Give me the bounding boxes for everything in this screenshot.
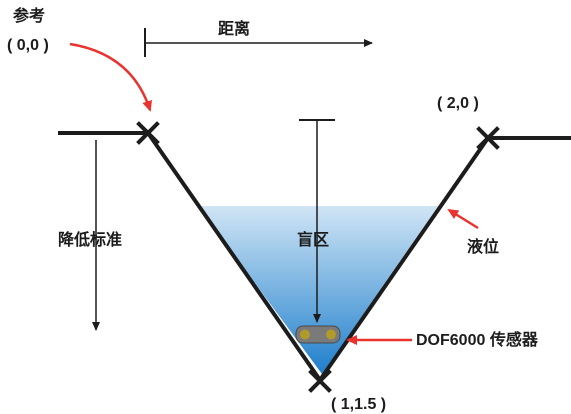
sensor-lens-right xyxy=(326,329,336,340)
liquid-level-label: 液位 xyxy=(467,237,499,256)
liquid-level-pointer-arrow xyxy=(447,208,479,230)
x-marker-top-right xyxy=(476,126,500,150)
reference-label: 参考 xyxy=(13,6,45,25)
distance-arrow xyxy=(144,28,373,57)
reference-coord-label: ( 0,0 ) xyxy=(7,37,49,54)
bottom-coord-label: ( 1,1.5 ) xyxy=(331,396,386,413)
water-fill xyxy=(198,206,438,374)
distance-label: 距离 xyxy=(218,19,250,38)
top-right-coord-label: ( 2,0 ) xyxy=(437,95,479,112)
left-wall xyxy=(146,131,322,382)
blind-zone-label: 盲区 xyxy=(297,230,329,249)
sensor-lens-left xyxy=(300,329,310,340)
x-marker-bottom xyxy=(308,369,332,393)
reference-pointer-arrow xyxy=(69,42,153,112)
blind-zone-indicator xyxy=(299,119,335,323)
sensor-label: DOF6000 传感器 xyxy=(416,330,539,349)
sensor-device xyxy=(295,325,341,344)
lowering-standard-label: 降低标准 xyxy=(58,230,122,249)
x-marker-reference xyxy=(136,121,160,145)
